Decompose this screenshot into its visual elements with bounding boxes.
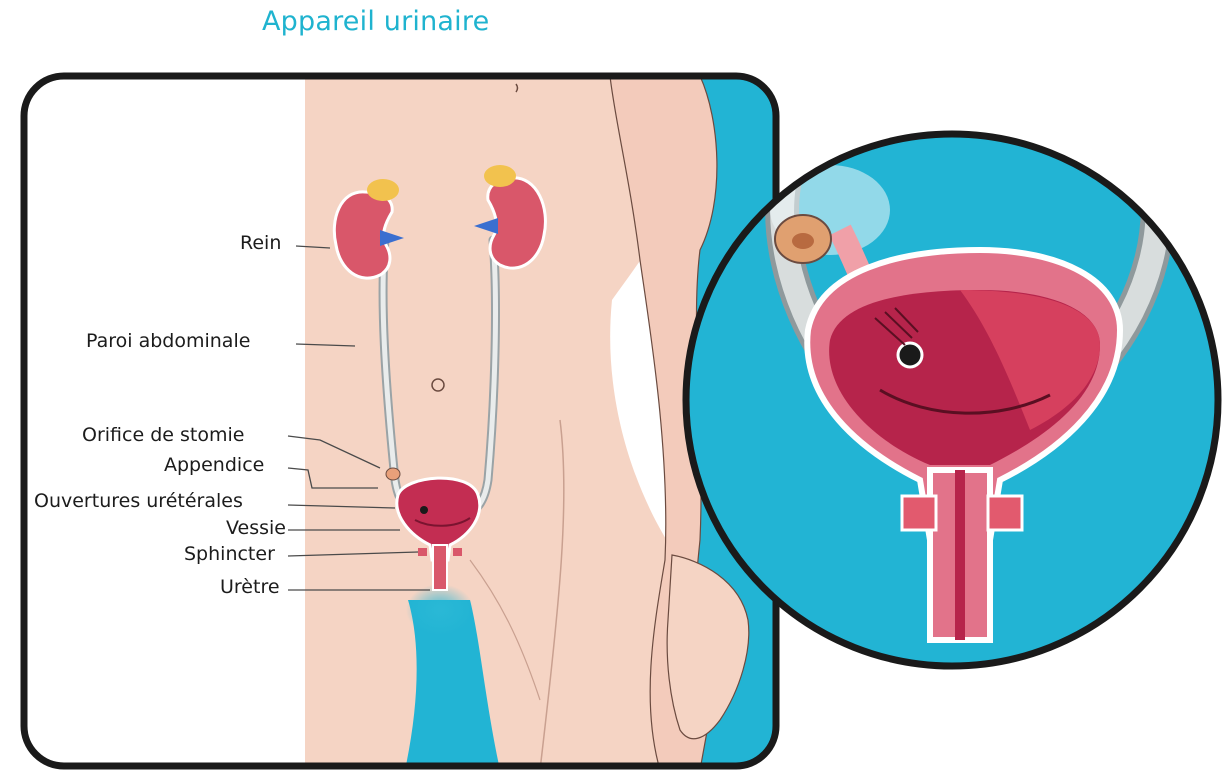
label-vessie: Vessie xyxy=(226,517,286,539)
label-ouvertures-ureterales: Ouvertures urétérales xyxy=(34,490,243,512)
label-orifice-stomie: Orifice de stomie xyxy=(82,424,244,446)
label-paroi-abdominale: Paroi abdominale xyxy=(86,330,250,352)
appendix-small xyxy=(386,468,400,480)
label-sphincter: Sphincter xyxy=(184,543,275,565)
label-rein: Rein xyxy=(240,232,281,254)
label-uretre: Urètre xyxy=(220,576,280,598)
body-panel xyxy=(24,76,780,770)
label-appendice: Appendice xyxy=(164,454,264,476)
